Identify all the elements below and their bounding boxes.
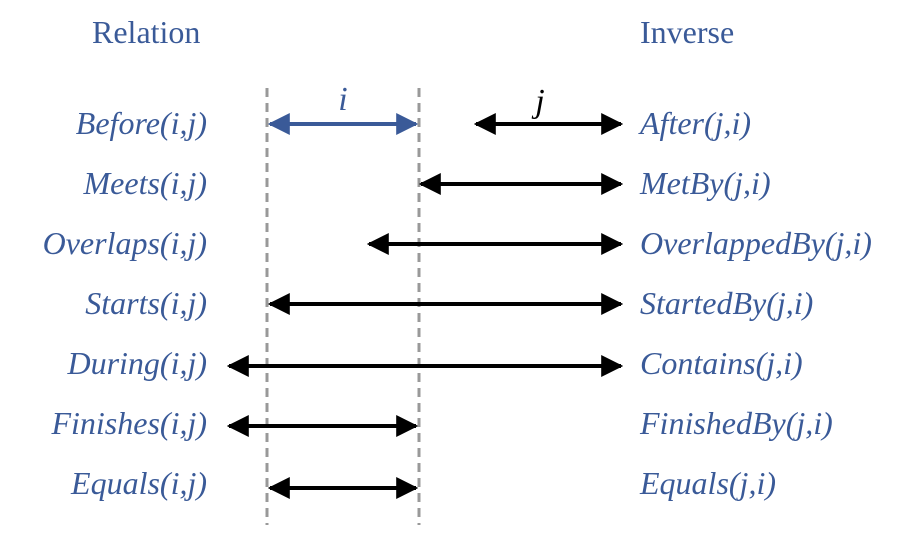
inverse-overlappedby: OverlappedBy(j,i) [640,225,872,261]
relation-header: Relation [92,14,200,50]
relation-starts: Starts(i,j) [85,285,207,321]
inverse-metby: MetBy(j,i) [639,165,771,201]
relation-equals: Equals(i,j) [70,465,207,501]
interval-i-label: i [338,81,347,118]
interval-j-label: j [531,83,544,120]
inverse-equals: Equals(j,i) [639,465,776,501]
inverse-startedby: StartedBy(j,i) [640,285,813,321]
relation-overlaps: Overlaps(i,j) [43,225,207,261]
inverse-after: After(j,i) [638,105,751,141]
relation-finishes: Finishes(i,j) [50,405,207,441]
relation-meets: Meets(i,j) [83,165,208,201]
inverse-finishedby: FinishedBy(j,i) [639,405,833,441]
relation-before: Before(i,j) [76,105,207,141]
inverse-contains: Contains(j,i) [640,345,803,381]
relation-during: During(i,j) [66,345,207,381]
inverse-header: Inverse [640,14,734,50]
